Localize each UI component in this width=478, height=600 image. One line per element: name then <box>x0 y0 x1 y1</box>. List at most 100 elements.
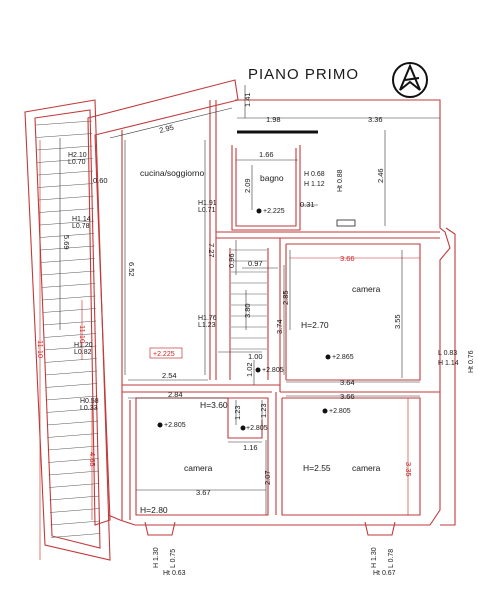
stair-tread <box>41 283 96 288</box>
window-w3-l: L0.82 <box>74 349 92 356</box>
stair-tread <box>45 383 98 388</box>
window-w4-l: L0.33 <box>80 405 98 412</box>
dim-1-02: 1.02 <box>245 362 254 377</box>
dim-3-64: 3.64 <box>340 378 355 387</box>
window-w3-h: H1.20 <box>74 342 93 349</box>
balcony-b1-l: L 0.75 <box>170 549 177 568</box>
window-w6-h: H1.76 <box>198 315 217 322</box>
dim-1-23-a: 1.23 <box>233 405 242 420</box>
window-w8-h: H 1.14 <box>438 360 459 367</box>
room-label-kitchen: cucina/soggiorno <box>140 168 205 178</box>
stair-tread <box>46 408 98 413</box>
dim-2-84: 2.84 <box>168 390 183 399</box>
window-w1-h: H2.10 <box>68 152 87 159</box>
window-w4-h: H0.58 <box>80 398 99 405</box>
spot-ne: +2.865 <box>332 354 354 361</box>
spot-se: +2.805 <box>329 408 351 415</box>
stair-tread <box>42 295 96 301</box>
stair-tread <box>45 395 98 401</box>
stair-tread <box>47 445 99 451</box>
stair-tread <box>48 470 100 476</box>
stair-tread <box>37 170 94 176</box>
dim-2-09: 2.09 <box>243 178 252 193</box>
balcony-b1-ht: Ht 0.63 <box>163 570 186 577</box>
stair-tread <box>44 370 98 376</box>
height-3-60: H=3.60 <box>200 400 228 410</box>
height-2-55: H=2.55 <box>303 463 331 473</box>
dim-1-23-b: 1.23 <box>259 403 268 418</box>
plan-title: PIANO PRIMO <box>248 66 359 83</box>
stair-tread <box>43 333 97 338</box>
stair-tread <box>49 508 100 513</box>
stair-tread <box>48 458 99 463</box>
room-label-camera-se: camera <box>352 463 381 473</box>
balcony-b2-ht: Ht 0.67 <box>373 570 396 577</box>
dim-3-36: 3.36 <box>368 115 383 124</box>
stair-tread <box>39 220 95 226</box>
spot-sw: +2.805 <box>164 422 186 429</box>
room-label-camera-sw: camera <box>184 463 213 473</box>
stair-tread <box>36 133 93 138</box>
stair-tread <box>44 345 97 351</box>
interior-walls <box>122 100 440 516</box>
window-w1-l: L0.70 <box>68 159 86 166</box>
dim-3-67: 3.67 <box>196 488 211 497</box>
stair-tread <box>40 233 95 238</box>
stair-tread <box>47 433 99 438</box>
dim-3-74: 3.74 <box>275 319 284 334</box>
window-w7-b: H 1.12 <box>304 181 325 188</box>
stair-tread <box>49 483 100 488</box>
dim-0-97: 0.97 <box>248 259 263 268</box>
dim-2-95: 2.95 <box>158 123 174 135</box>
dim-0-60: 0.60 <box>93 176 108 185</box>
height-2-70: H=2.70 <box>301 320 329 330</box>
dim-1-66: 1.66 <box>259 150 274 159</box>
stair-tread <box>40 245 95 251</box>
dim-2-46: 2.46 <box>376 168 385 183</box>
window-w7-a: H 0.68 <box>304 171 325 178</box>
spot-markers <box>149 208 331 431</box>
dim-5-69: 5.69 <box>62 235 71 250</box>
dim-1-16: 1.16 <box>243 443 258 452</box>
room-label-bath: bagno <box>260 173 284 183</box>
stair-tread <box>50 533 101 538</box>
spot-mid: +2.805 <box>262 367 284 374</box>
internal-stair <box>231 249 267 350</box>
dim-2-85: 2.85 <box>281 290 290 305</box>
balcony-b2-h: H 1.30 <box>371 547 378 568</box>
balconies <box>144 219 396 536</box>
window-w2-h: H1.14 <box>72 216 91 223</box>
spot-stair: +2.225 <box>153 351 175 358</box>
dim-11-10-outer: 11.10 <box>36 340 45 358</box>
balcony-b1-h: H 1.30 <box>153 547 160 568</box>
height-2-80: H=2.80 <box>140 505 168 515</box>
window-w8-ht: Ht 0.76 <box>468 350 475 373</box>
spot-small: +2.805 <box>246 425 268 432</box>
stair-tread <box>49 495 100 501</box>
external-stair <box>24 99 111 561</box>
stair-tread <box>43 320 97 326</box>
dim-7-27: 7.27 <box>207 243 216 258</box>
stair-tread <box>38 195 94 201</box>
stair-tread <box>38 183 94 188</box>
spot-bath: +2.225 <box>263 208 285 215</box>
dim-0-31: 0.31 <box>300 200 315 209</box>
stair-tread <box>36 145 93 151</box>
dim-4-65: 4.65 <box>88 452 97 467</box>
window-w5-h: H1.91 <box>198 200 217 207</box>
stair-tread <box>39 208 94 213</box>
dim-1-41: 1.41 <box>243 92 252 107</box>
stair-tread <box>35 120 93 126</box>
stair-tread <box>46 420 99 426</box>
window-w2-l: L0.78 <box>72 223 90 230</box>
dim-1-00: 1.00 <box>248 352 263 361</box>
dim-3-66: 3.66 <box>340 392 355 401</box>
dim-1-98: 1.98 <box>266 115 281 124</box>
stair-tread <box>41 270 96 276</box>
dim-3-55: 3.55 <box>393 314 402 329</box>
dim-3-35: 3.35 <box>404 462 413 477</box>
window-w8-l: L 0.83 <box>438 350 457 357</box>
window-w7-ht: Ht 0.88 <box>337 169 344 192</box>
dim-2-54: 2.54 <box>162 371 177 380</box>
